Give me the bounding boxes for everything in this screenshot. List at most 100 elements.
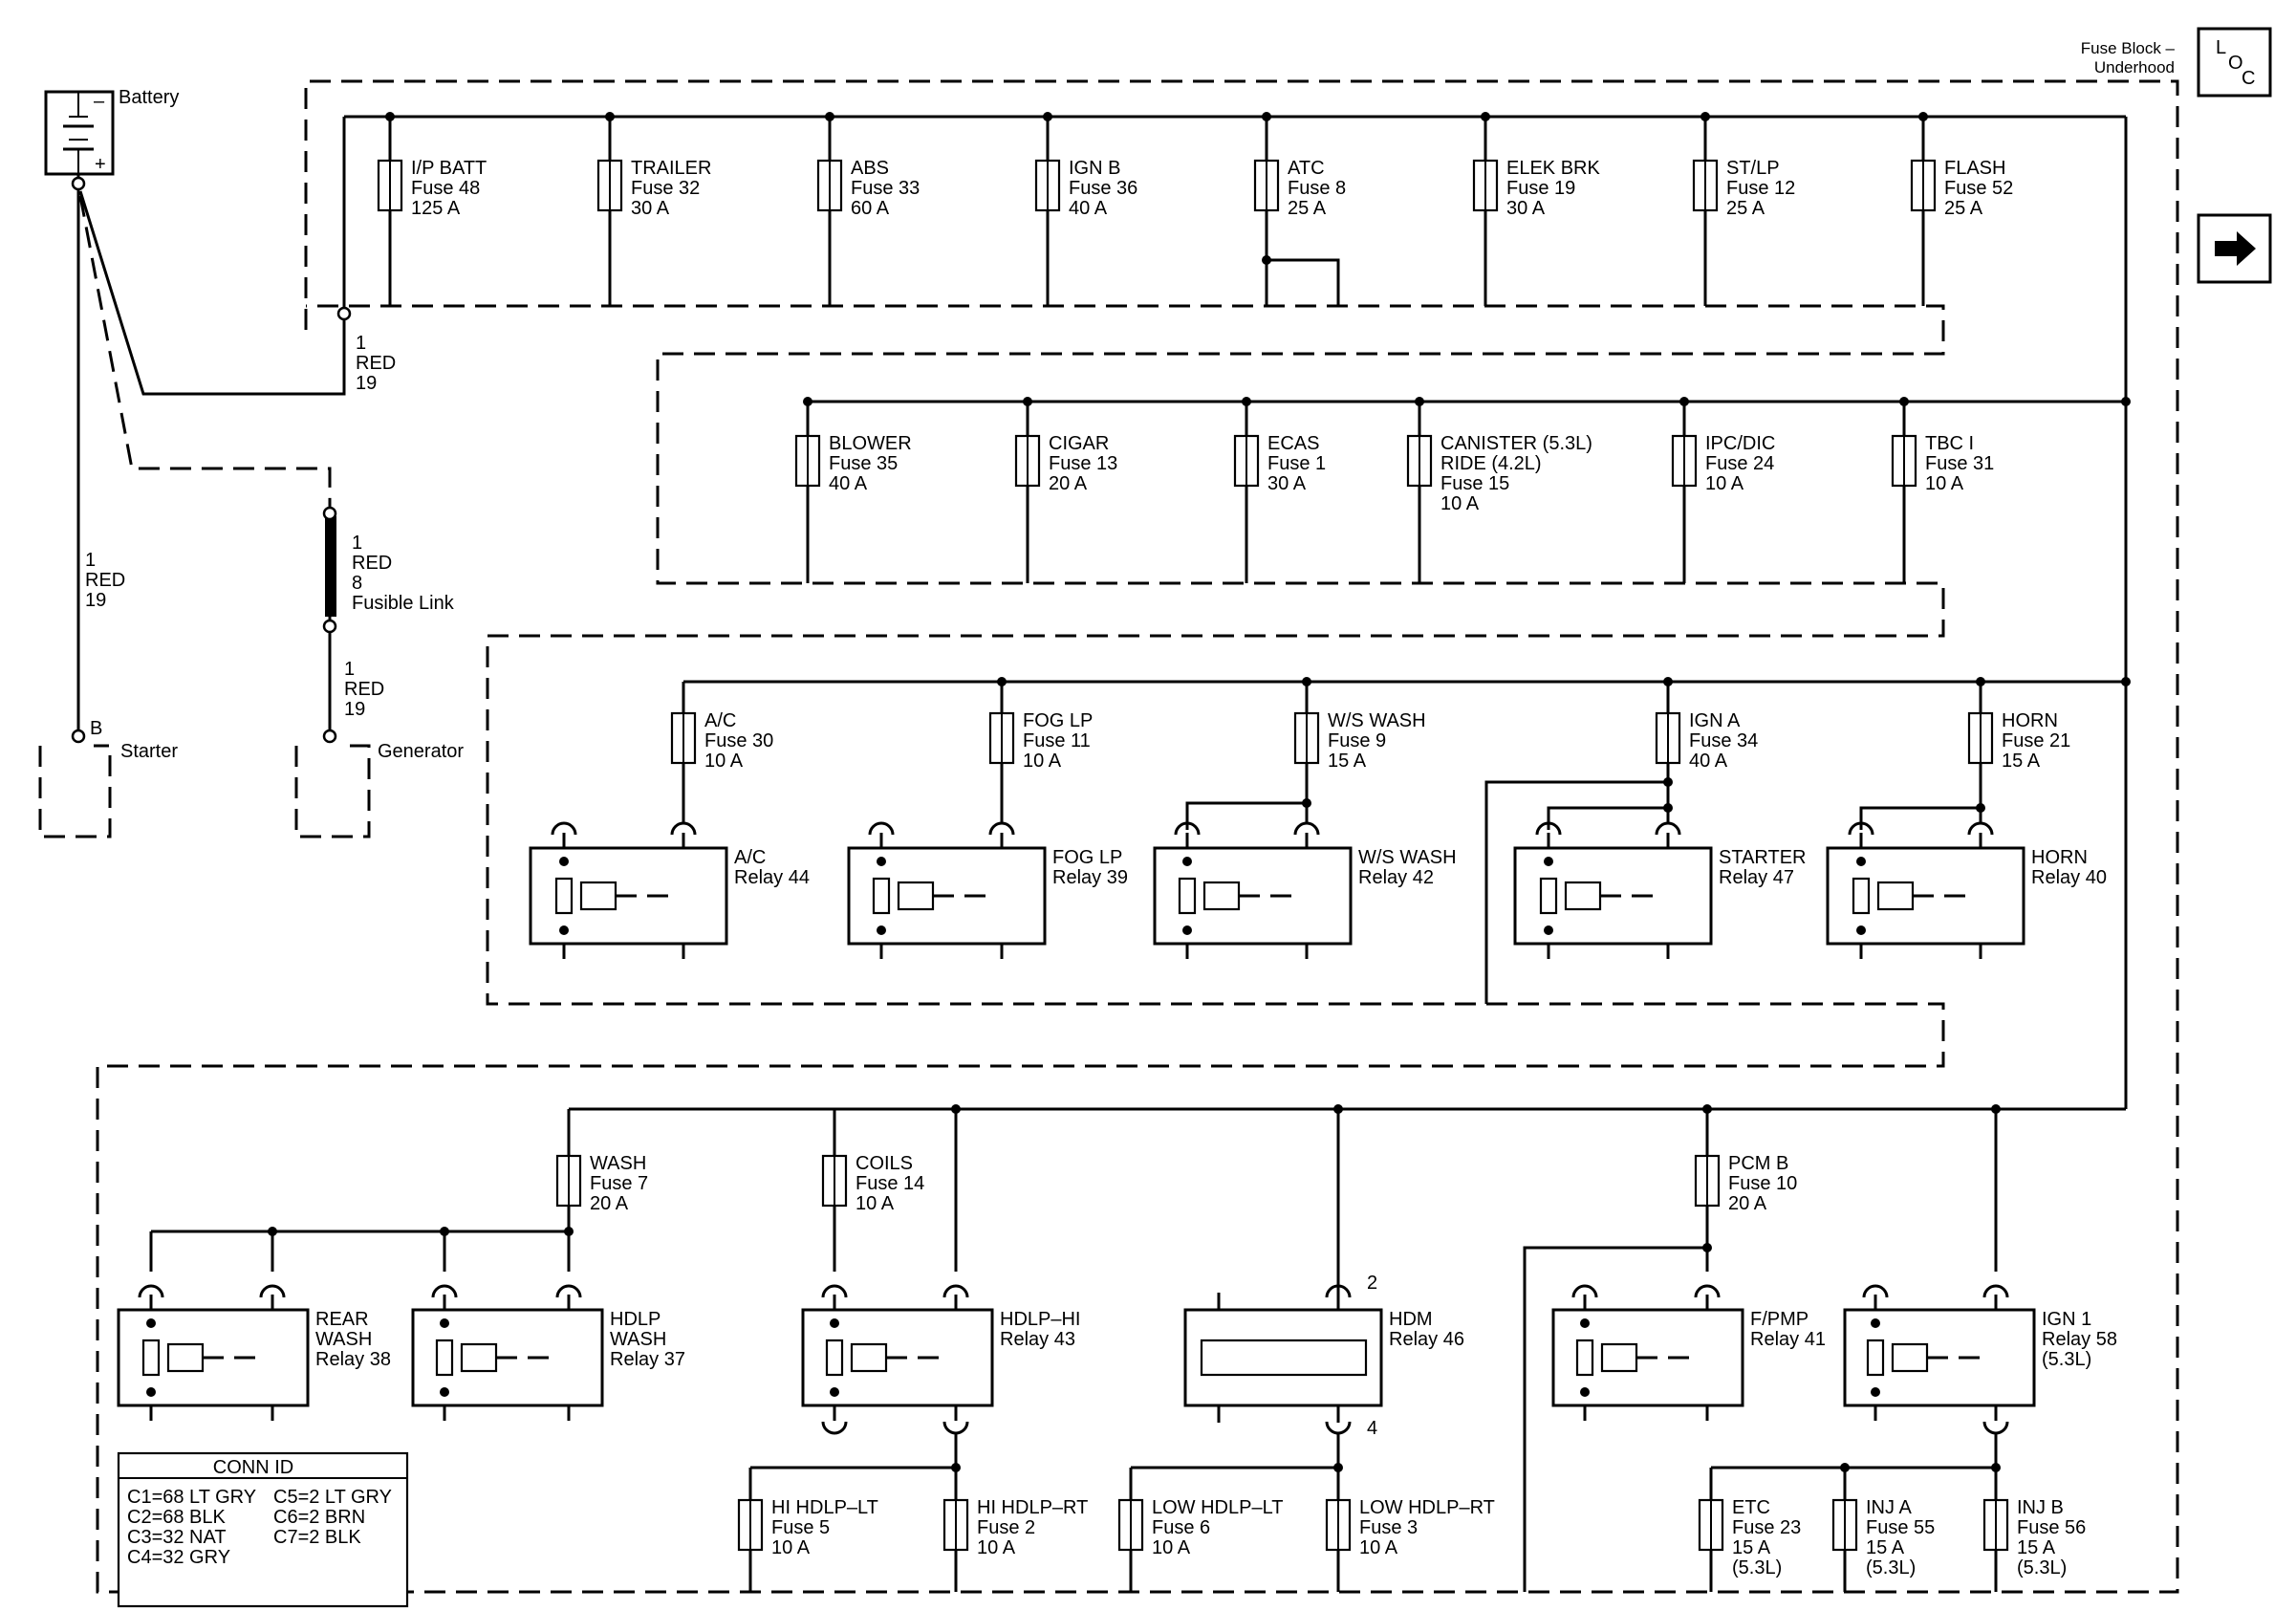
conn-id-entry: C1=68 LT GRY: [127, 1487, 256, 1508]
junction-dot: [825, 112, 834, 121]
relay-diode: [1178, 877, 1197, 915]
conn-id-entry: C7=2 BLK: [273, 1527, 361, 1548]
fuse-label-rating: 60 A: [851, 198, 890, 219]
fuse-label-number: Fuse 3: [1359, 1517, 1418, 1538]
battery-to-block-wire: [78, 190, 346, 396]
junction-dot: [1544, 857, 1553, 866]
fuse-label-number: Fuse 55: [1866, 1517, 1935, 1538]
junction-dot: [1856, 925, 1866, 935]
relay-diode: [825, 1339, 844, 1377]
junction-dot: [1182, 925, 1192, 935]
connector-cap: [1982, 1284, 2009, 1298]
fuse-label-rating: 30 A: [631, 198, 670, 219]
fuse-label-rating: 20 A: [1728, 1193, 1767, 1214]
relay-name: STARTER: [1719, 847, 1807, 868]
fuse-label-number: Fuse 13: [1049, 453, 1117, 474]
connector-cap: [1694, 1284, 1721, 1298]
fuse-label-rating: Fuse 15: [1440, 473, 1509, 494]
junction-dot: [803, 397, 812, 406]
fuse-label-name: TRAILER: [631, 158, 711, 179]
fuse-label-name: IGN B: [1069, 158, 1120, 179]
fuse-label-number: Fuse 6: [1152, 1517, 1210, 1538]
fuse-label-extra: (5.3L): [1732, 1557, 1782, 1578]
connector-cap: [259, 1284, 286, 1298]
junction-dot: [830, 1318, 839, 1328]
connector-cap: [551, 821, 577, 836]
fusible-link-circuit: 1: [352, 533, 362, 554]
starter-terminal-label: B: [90, 718, 102, 739]
fuse-label-name: CIGAR: [1049, 433, 1109, 454]
connector-cap: [1325, 1421, 1352, 1435]
fuse-label-rating: 20 A: [590, 1193, 629, 1214]
fuse-label-name: IGN A: [1689, 710, 1741, 731]
junction-dot: [1991, 1104, 2001, 1114]
connector-cap: [1967, 821, 1994, 836]
junction-dot: [1043, 112, 1052, 121]
fuse-label-name: IPC/DIC: [1705, 433, 1775, 454]
fuse-label-rating: 125 A: [411, 198, 461, 219]
battery-symbol: – +: [44, 90, 115, 176]
fuse-label-name: TBC I: [1925, 433, 1974, 454]
fuse-label-number: Fuse 48: [411, 178, 480, 199]
relay-number: WASH: [315, 1329, 372, 1350]
fuse-label-number: Fuse 8: [1288, 178, 1346, 199]
next-page-button[interactable]: [2197, 213, 2272, 284]
connector-cap: [670, 821, 697, 836]
wire-label-gauge: 19: [344, 699, 365, 720]
relay-number: Relay 39: [1052, 867, 1128, 888]
junction-dot: [951, 1463, 961, 1472]
fuse-label-rating: 25 A: [1944, 198, 1983, 219]
relay-option: Relay 37: [610, 1349, 685, 1370]
fuse-label-rating: 10 A: [1925, 473, 1964, 494]
relay-number: Relay 46: [1389, 1329, 1464, 1350]
connector-cap: [942, 1421, 969, 1435]
junction-dot: [1918, 112, 1928, 121]
wire: [1185, 801, 1307, 830]
junction-dot: [440, 1318, 449, 1328]
connector-cap: [1848, 821, 1874, 836]
wire-label-circuit: 1: [344, 659, 355, 680]
relay-coil: [1600, 1342, 1638, 1373]
fusible-link-color: RED: [352, 553, 392, 574]
relay-number: Relay 41: [1750, 1329, 1826, 1350]
connector-cap: [138, 1284, 164, 1298]
wire-label-gauge: 19: [356, 373, 377, 394]
junction-dot: [1991, 1463, 2001, 1472]
junction-dot: [2121, 677, 2131, 686]
conn-id-entry: C5=2 LT GRY: [273, 1487, 392, 1508]
connector-cap: [1862, 1284, 1889, 1298]
battery-label: Battery: [119, 87, 179, 108]
junction-dot: [1976, 803, 1985, 813]
fuse-block-title-line2: Underhood: [2094, 58, 2175, 76]
relay-name: HDLP: [610, 1309, 661, 1330]
connector-cap: [431, 1284, 458, 1298]
fuse-label-rating: 20 A: [1049, 473, 1088, 494]
fusible-link-terminal: [322, 619, 337, 634]
fuse-label-number: Fuse 36: [1069, 178, 1137, 199]
fuse-label-rating: 15 A: [2002, 751, 2041, 772]
fuse-label-number: Fuse 9: [1328, 730, 1386, 751]
fuse-label-name: INJ A: [1866, 1497, 1912, 1518]
junction-dot: [559, 857, 569, 866]
fuse-label-rating: 15 A: [1866, 1537, 1905, 1558]
location-button[interactable]: L O C: [2197, 27, 2272, 98]
relay-number: Relay 42: [1358, 867, 1434, 888]
fuse-label-name: FLASH: [1944, 158, 2005, 179]
relay-number: Relay 40: [2031, 867, 2107, 888]
battery-terminal: [71, 176, 86, 191]
relay-name: HDLP–HI: [1000, 1309, 1080, 1330]
junction-dot: [1899, 397, 1909, 406]
hdm-pin-4: 4: [1367, 1418, 1377, 1439]
fuse-label-name: I/P BATT: [411, 158, 487, 179]
junction-dot: [1544, 925, 1553, 935]
junction-dot: [1302, 798, 1311, 808]
relay-name: FOG LP: [1052, 847, 1122, 868]
relay-coil: [166, 1342, 205, 1373]
relay-coil: [1891, 1342, 1929, 1373]
relay-option: (5.3L): [2042, 1349, 2091, 1370]
junction-dot: [268, 1227, 277, 1236]
wire: [1523, 1246, 1707, 1592]
junction-dot: [385, 112, 395, 121]
fuse-label-name: WASH: [590, 1153, 646, 1174]
fuse-block-title-line1: Fuse Block –: [2081, 39, 2176, 57]
